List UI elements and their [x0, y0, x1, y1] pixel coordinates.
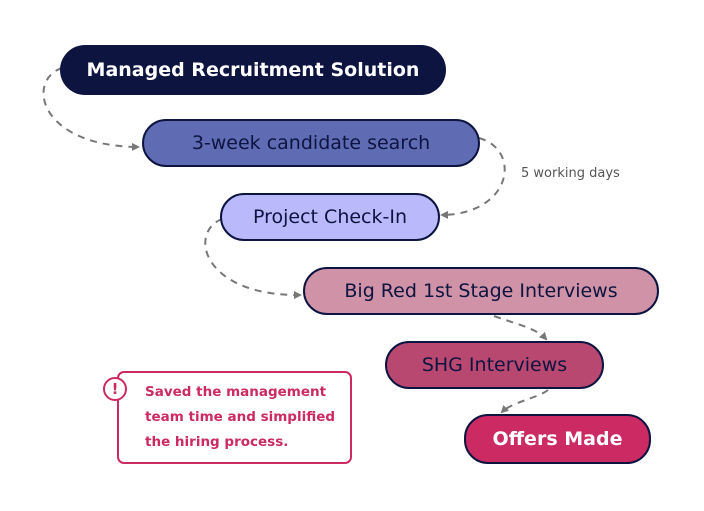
- callout-box: Saved the management team time and simpl…: [117, 371, 352, 464]
- connector-4-to-5: [493, 315, 548, 341]
- callout-text: Saved the management team time and simpl…: [145, 384, 336, 450]
- connector-1-to-2: [42, 67, 140, 151]
- connector-2-to-3: [440, 137, 506, 219]
- connector-3-to-4: [204, 218, 302, 300]
- step-offers-made: Offers Made: [464, 414, 651, 464]
- connector-5-to-6: [500, 389, 549, 414]
- step-project-check-in: Project Check-In: [220, 193, 440, 241]
- step-shg-interviews: SHG Interviews: [385, 341, 604, 389]
- step-first-stage-interviews: Big Red 1st Stage Interviews: [303, 267, 659, 315]
- step-candidate-search: 3-week candidate search: [142, 119, 480, 167]
- edge-label-working-days: 5 working days: [521, 166, 620, 181]
- alert-icon: !: [103, 377, 127, 401]
- step-managed-recruitment-solution: Managed Recruitment Solution: [60, 45, 446, 95]
